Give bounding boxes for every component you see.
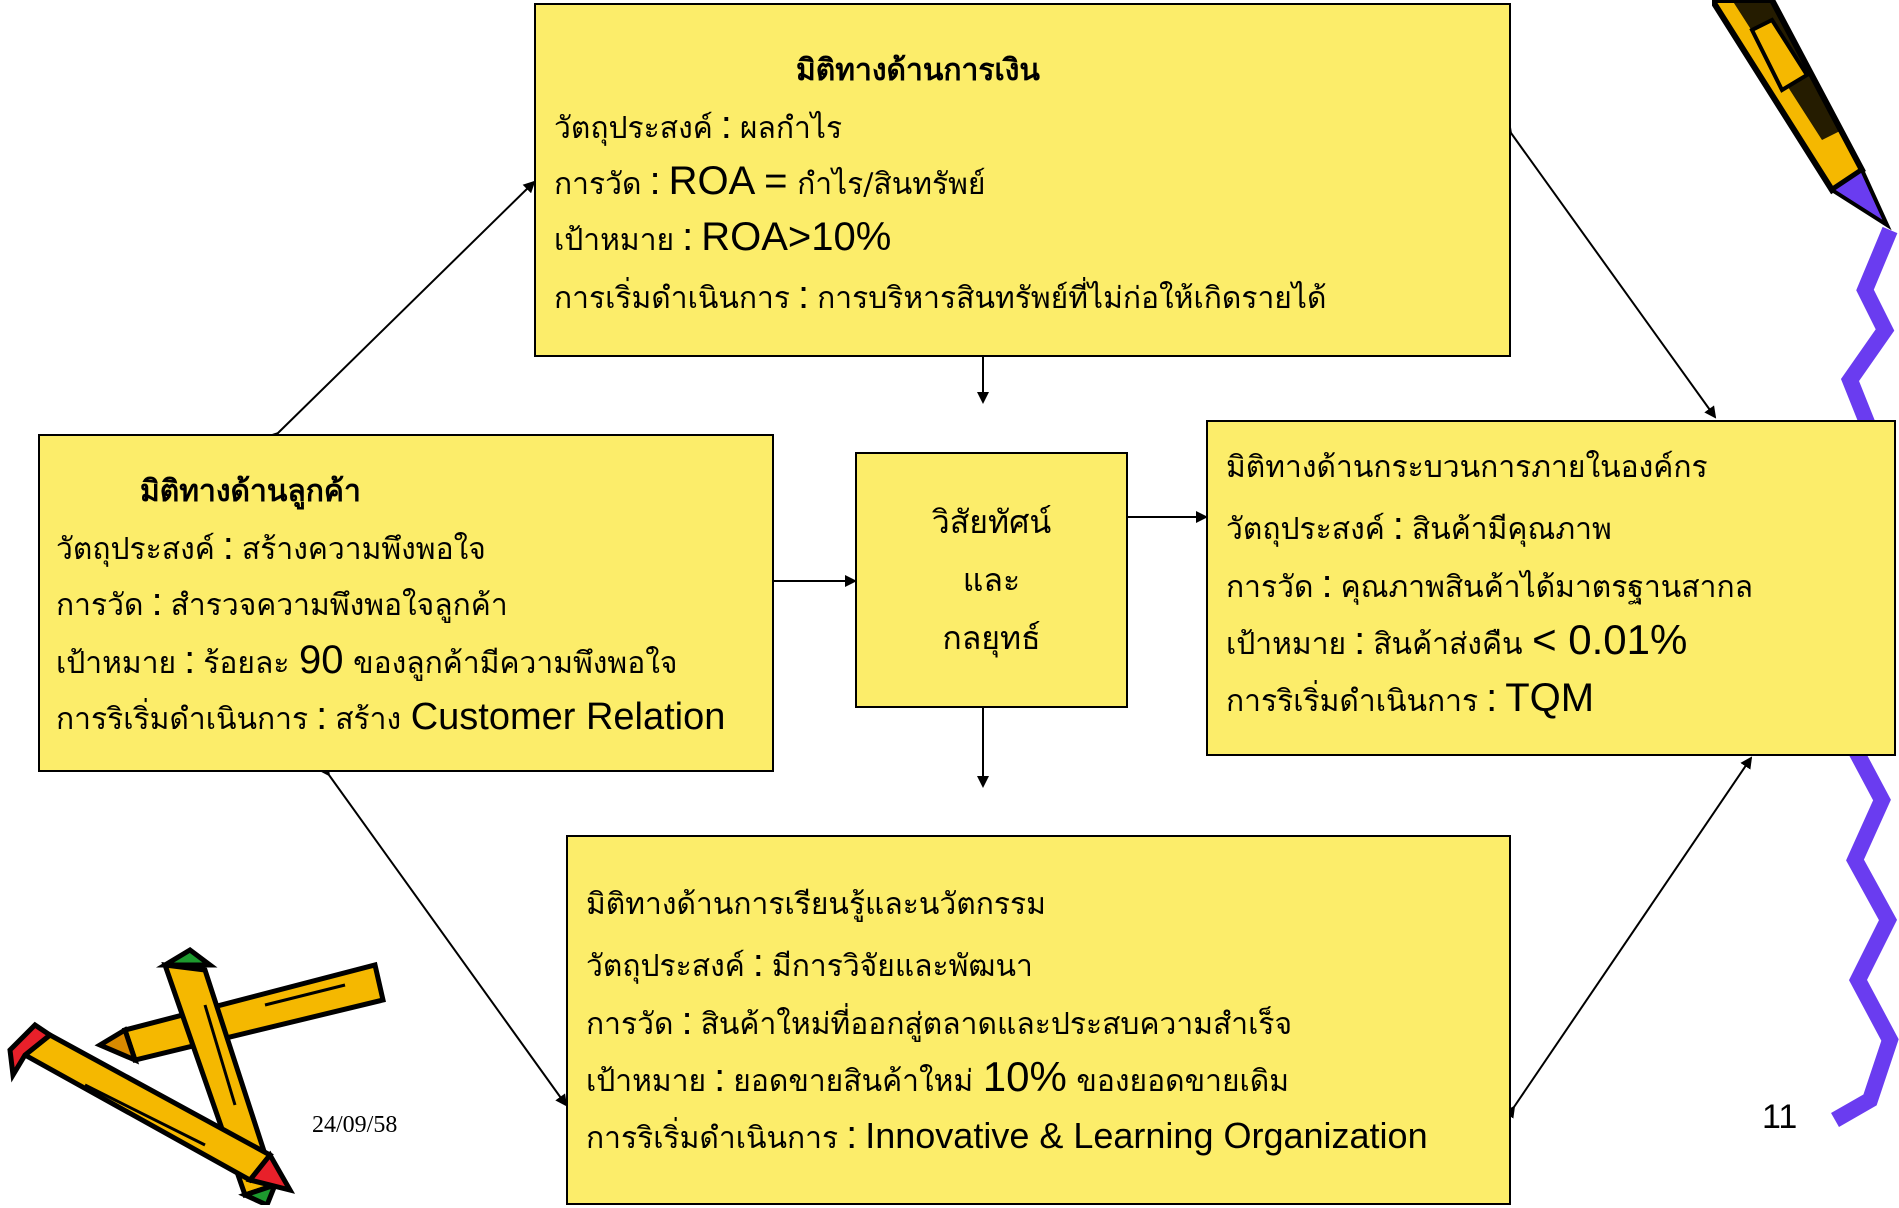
- slide-page-number: 11: [1762, 1098, 1798, 1136]
- financial-perspective-box: มิติทางด้านการเงิน วัตถุประสงค์:ผลกำไร ก…: [534, 3, 1511, 357]
- slide-date: 24/09/58: [312, 1112, 398, 1138]
- learning-initiative: การริเริ่มดำเนินการ:Innovative & Learnin…: [586, 1113, 1428, 1157]
- internal-target: เป้าหมาย:สินค้าส่งคืน < 0.01%: [1226, 616, 1688, 663]
- customer-measure: การวัด:สำรวจความพึงพอใจลูกค้า: [56, 580, 508, 624]
- internal-objective: วัตถุประสงค์:สินค้ามีคุณภาพ: [1226, 504, 1612, 548]
- vision-strategy-box: วิสัยทัศน์ และ กลยุทธ์: [855, 452, 1128, 708]
- pencil-cluster-icon: [7, 946, 386, 1205]
- learning-measure: การวัด:สินค้าใหม่ที่ออกสู่ตลาดและประสบคว…: [586, 999, 1293, 1043]
- customer-title: มิติทางด้านลูกค้า: [140, 474, 361, 509]
- financial-objective: วัตถุประสงค์:ผลกำไร: [554, 103, 843, 147]
- financial-initiative: การเริ่มดำเนินการ:การบริหารสินทรัพย์ที่ไ…: [554, 273, 1327, 317]
- internal-title: มิติทางด้านกระบวนการภายในองค์กร: [1226, 450, 1708, 485]
- center-line-3: กลยุทธ์: [942, 619, 1041, 657]
- financial-measure: การวัด:ROA = กำไร/สินทรัพย์: [554, 159, 986, 203]
- customer-objective: วัตถุประสงค์:สร้างความพึงพอใจ: [56, 524, 486, 568]
- internal-measure: การวัด:คุณภาพสินค้าได้มาตรฐานสากล: [1226, 562, 1754, 606]
- internal-initiative: การริเริ่มดำเนินการ:TQM: [1226, 676, 1595, 720]
- learning-title: มิติทางด้านการเรียนรู้และนวัตกรรม: [586, 887, 1046, 922]
- pencil-top-right-icon: [1712, 0, 1892, 231]
- financial-target: เป้าหมาย:ROA>10%: [554, 215, 892, 259]
- center-line-1: วิสัยทัศน์: [931, 503, 1052, 541]
- learning-target: เป้าหมาย:ยอดขายสินค้าใหม่ 10% ของยอดขายเ…: [586, 1053, 1290, 1100]
- internal-process-box: มิติทางด้านกระบวนการภายในองค์กร วัตถุประ…: [1206, 420, 1896, 756]
- learning-growth-box: มิติทางด้านการเรียนรู้และนวัตกรรม วัตถุป…: [566, 835, 1511, 1205]
- customer-target: เป้าหมาย:ร้อยละ 90 ของลูกค้ามีความพึงพอใ…: [56, 638, 678, 682]
- customer-perspective-box: มิติทางด้านลูกค้า วัตถุประสงค์:สร้างความ…: [38, 434, 774, 772]
- customer-initiative: การริเริ่มดำเนินการ:สร้าง Customer Relat…: [56, 694, 726, 738]
- learning-objective: วัตถุประสงค์:มีการวิจัยและพัฒนา: [586, 941, 1033, 985]
- financial-title: มิติทางด้านการเงิน: [796, 53, 1040, 88]
- center-line-2: และ: [962, 561, 1021, 599]
